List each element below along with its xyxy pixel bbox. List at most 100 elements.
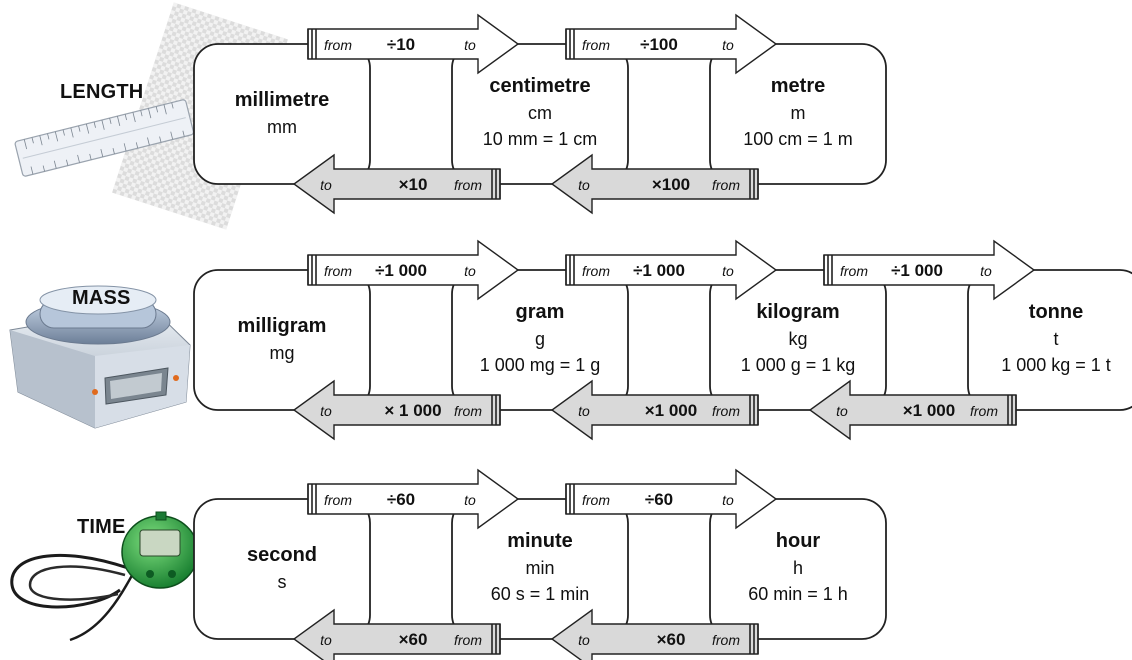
multiply-arrow (808, 379, 1017, 441)
arrow-to-label: to (464, 492, 476, 508)
unit-relation: 10 mm = 1 cm (483, 129, 598, 149)
unit-box (709, 269, 887, 411)
divide-arrow (565, 13, 778, 75)
unit-name: gram (516, 301, 565, 323)
divide-operator: ÷1 000 (375, 261, 427, 280)
arrow-from-label: from (970, 403, 998, 419)
arrow-from-label: from (712, 632, 740, 648)
arrow-to-label: to (320, 632, 332, 648)
unit-name: hour (776, 530, 821, 552)
unit-symbol: t (1053, 329, 1058, 349)
arrow-from-label: from (582, 37, 610, 53)
category-label-mass: MASS (72, 287, 131, 309)
multiply-arrow (550, 608, 759, 660)
arrow-to-label: to (578, 403, 590, 419)
multiply-operator: ×1 000 (645, 401, 697, 420)
arrow-from-label: from (324, 263, 352, 279)
multiply-operator: ×1 000 (903, 401, 955, 420)
unit-relation: 60 min = 1 h (748, 584, 848, 604)
unit-symbol: h (793, 558, 803, 578)
unit-relation: 100 cm = 1 m (743, 129, 853, 149)
divide-operator: ÷60 (387, 490, 415, 509)
unit-symbol: cm (528, 103, 552, 123)
unit-box (451, 269, 629, 411)
conversion-row-length (193, 13, 887, 215)
divide-arrow (307, 13, 520, 75)
multiply-arrow (550, 379, 759, 441)
arrow-to-label: to (320, 177, 332, 193)
unit-box (709, 498, 887, 640)
unit-box (967, 269, 1132, 411)
unit-symbol: m (791, 103, 806, 123)
conversion-row-mass (193, 239, 1132, 441)
arrow-to-label: to (578, 177, 590, 193)
unit-name: millimetre (235, 89, 329, 111)
unit-symbol: min (525, 558, 554, 578)
arrow-from-label: from (582, 492, 610, 508)
unit-symbol: kg (788, 329, 807, 349)
divide-arrow (823, 239, 1036, 301)
category-label-length: LENGTH (60, 81, 144, 103)
unit-name: minute (507, 530, 573, 552)
arrow-from-label: from (582, 263, 610, 279)
divide-operator: ÷10 (387, 35, 415, 54)
multiply-operator: ×10 (399, 175, 428, 194)
divide-operator: ÷100 (640, 35, 678, 54)
category-label-time: TIME (77, 516, 126, 538)
unit-relation: 1 000 mg = 1 g (480, 355, 601, 375)
multiply-arrow (292, 153, 501, 215)
unit-symbol: g (535, 329, 545, 349)
unit-box (193, 269, 371, 411)
stopwatch-icon (10, 511, 199, 642)
multiply-arrow (550, 153, 759, 215)
multiply-arrow (292, 608, 501, 660)
arrow-to-label: to (578, 632, 590, 648)
unit-symbol: mg (269, 343, 294, 363)
arrow-from-label: from (840, 263, 868, 279)
arrow-to-label: to (980, 263, 992, 279)
unit-name: metre (771, 75, 825, 97)
arrow-from-label: from (324, 492, 352, 508)
multiply-operator: ×60 (399, 630, 428, 649)
multiply-operator: ×100 (652, 175, 690, 194)
multiply-operator: ×60 (657, 630, 686, 649)
multiply-operator: × 1 000 (384, 401, 441, 420)
arrow-to-label: to (464, 37, 476, 53)
scale-icon (9, 285, 191, 429)
unit-name: centimetre (489, 75, 590, 97)
arrow-to-label: to (722, 263, 734, 279)
unit-name: tonne (1029, 301, 1083, 323)
divide-operator: ÷60 (645, 490, 673, 509)
divide-operator: ÷1 000 (891, 261, 943, 280)
multiply-arrow (292, 379, 501, 441)
divide-arrow (307, 468, 520, 530)
unit-relation: 1 000 kg = 1 t (1001, 355, 1111, 375)
unit-relation: 60 s = 1 min (491, 584, 590, 604)
unit-box (193, 43, 371, 185)
arrow-from-label: from (454, 632, 482, 648)
arrow-to-label: to (320, 403, 332, 419)
divide-operator: ÷1 000 (633, 261, 685, 280)
divide-arrow (565, 468, 778, 530)
unit-box (193, 498, 371, 640)
arrow-to-label: to (464, 263, 476, 279)
unit-symbol: s (278, 572, 287, 592)
arrow-from-label: from (324, 37, 352, 53)
arrow-from-label: from (712, 403, 740, 419)
arrow-to-label: to (836, 403, 848, 419)
unit-box (451, 43, 629, 185)
unit-name: second (247, 544, 317, 566)
unit-relation: 1 000 g = 1 kg (741, 355, 856, 375)
arrow-from-label: from (712, 177, 740, 193)
unit-box (451, 498, 629, 640)
unit-symbol: mm (267, 117, 297, 137)
arrow-to-label: to (722, 492, 734, 508)
arrow-from-label: from (454, 177, 482, 193)
unit-name: milligram (238, 315, 327, 337)
conversion-row-time (193, 468, 887, 660)
unit-name: kilogram (756, 301, 839, 323)
arrow-from-label: from (454, 403, 482, 419)
unit-box (709, 43, 887, 185)
arrow-to-label: to (722, 37, 734, 53)
